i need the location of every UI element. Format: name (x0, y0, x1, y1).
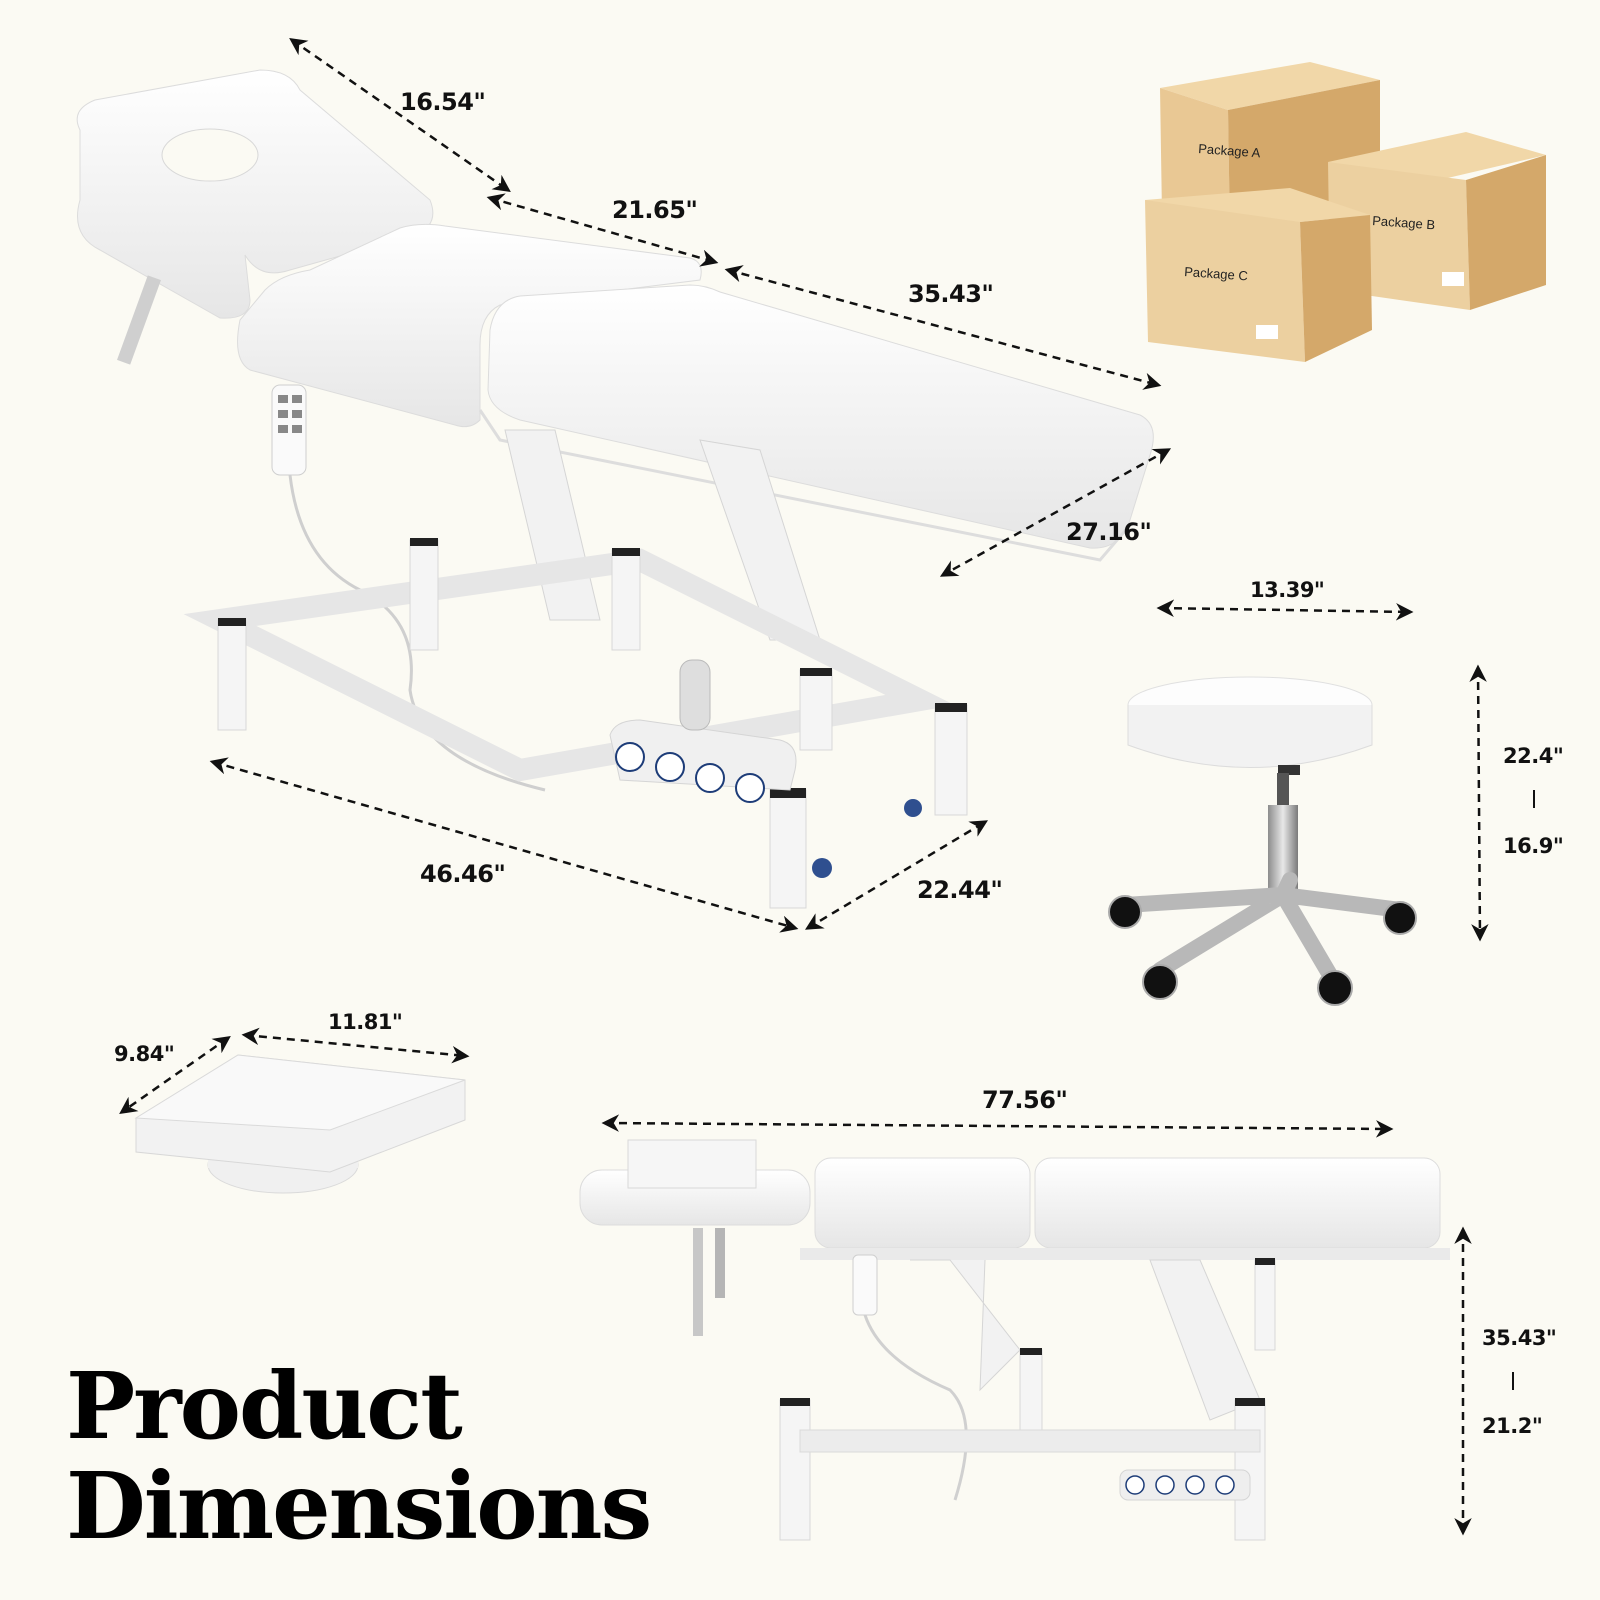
range-separator (1533, 790, 1535, 808)
massage-table-side-illustration (579, 1114, 1472, 1541)
dim-base-length: 46.46" (420, 860, 506, 888)
dim-total-length: 77.56" (982, 1086, 1068, 1114)
dim-base-width: 22.44" (917, 876, 1003, 904)
dim-cushion-depth: 9.84" (114, 1042, 175, 1066)
package-b-label: Package B (1372, 213, 1436, 232)
package-a-label: Package A (1198, 141, 1261, 160)
massage-table-top-illustration (76, 38, 1172, 933)
face-cushion-illustration (119, 1027, 470, 1194)
dim-foot-section-length: 35.43" (908, 280, 994, 308)
dim-stool-height-min: 16.9" (1503, 834, 1564, 858)
range-separator (1512, 1372, 1514, 1390)
dim-table-height-min: 21.2" (1482, 1414, 1543, 1438)
title-line-1: Product (66, 1352, 463, 1460)
dim-stool-height-max: 22.4" (1503, 744, 1564, 768)
package-c-label: Package C (1184, 264, 1248, 283)
dim-stool-diameter: 13.39" (1250, 578, 1325, 602)
dim-head-section-length: 16.54" (400, 88, 486, 116)
dim-cushion-width: 11.81" (328, 1010, 403, 1034)
stool-illustration (1108, 599, 1489, 1006)
dim-middle-section-length: 21.65" (612, 196, 698, 224)
dim-table-height-max: 35.43" (1482, 1326, 1557, 1350)
dim-table-width: 27.16" (1066, 518, 1152, 546)
title-line-2: Dimensions (66, 1452, 652, 1560)
packages-illustration: Package A Package B Package C (1145, 62, 1546, 362)
